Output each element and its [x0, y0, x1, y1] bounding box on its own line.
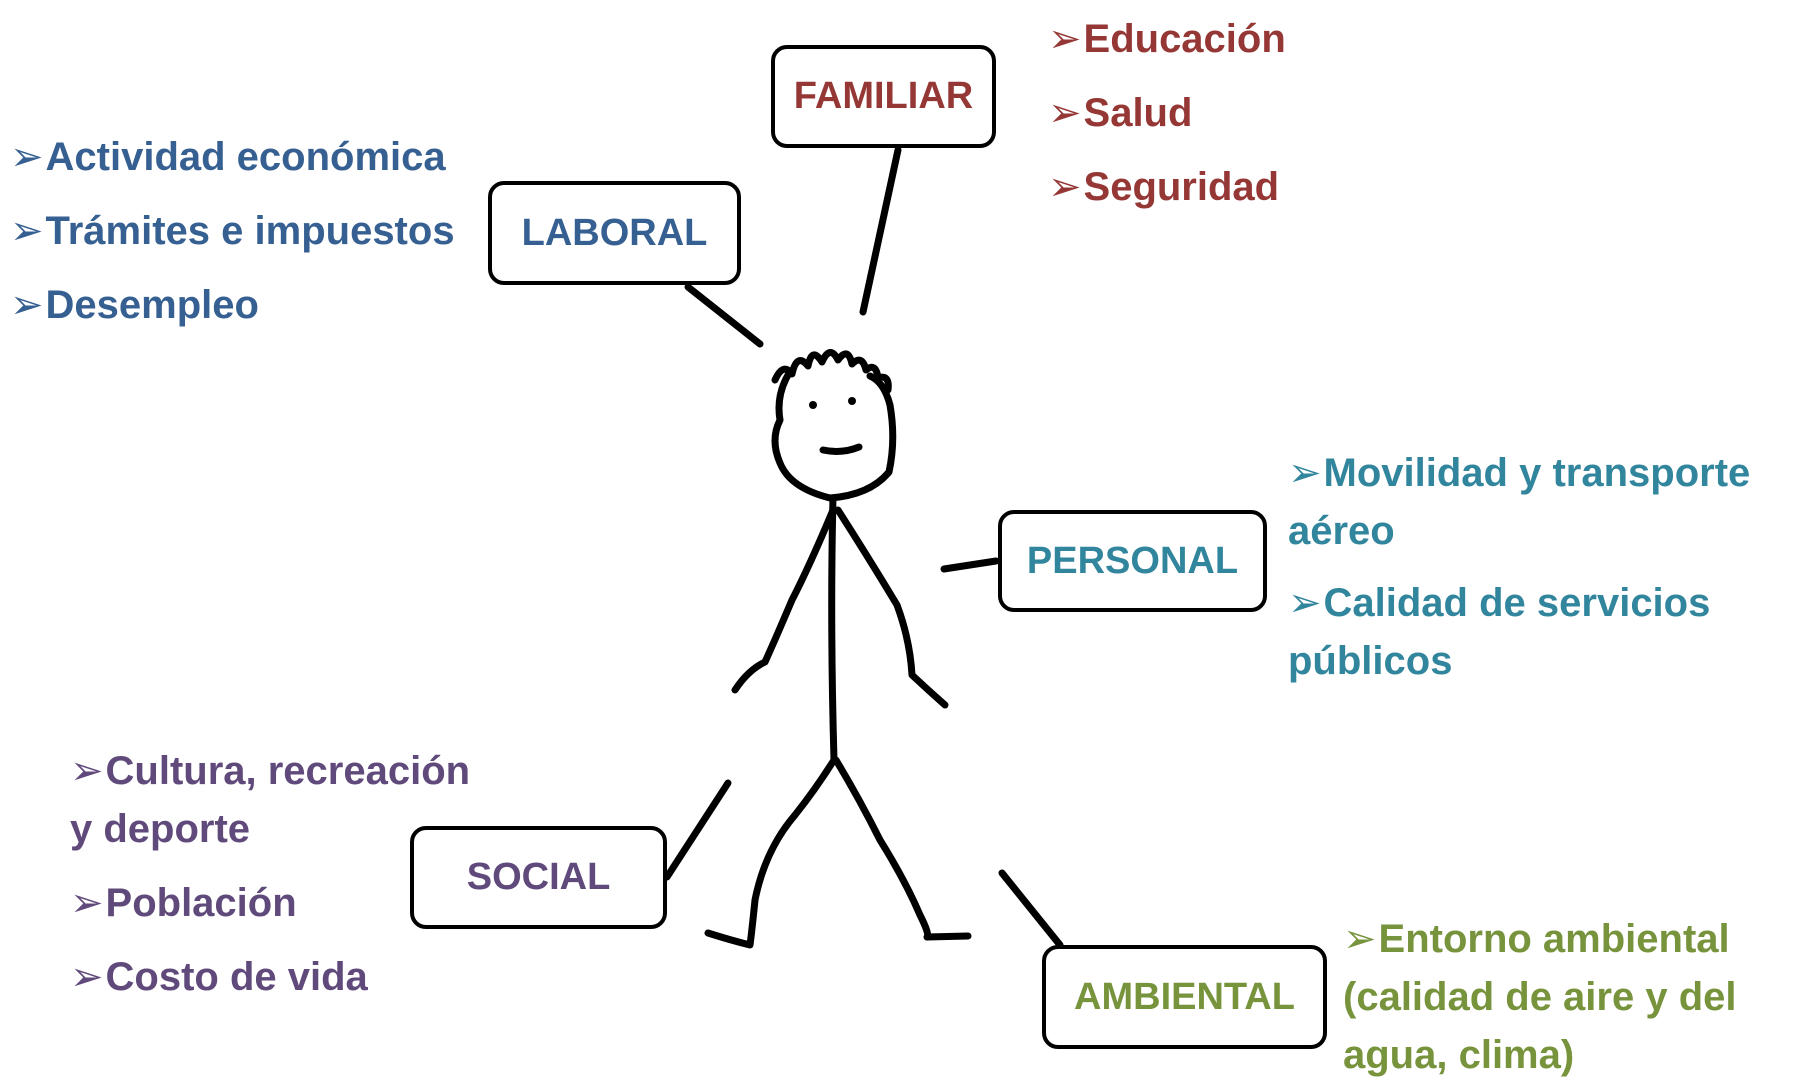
- right-leg: [832, 756, 972, 941]
- right-eye: [848, 397, 856, 405]
- arrow-bullet-icon: ➢: [1288, 451, 1322, 495]
- familiar-list: ➢Educación ➢Salud ➢Seguridad: [1048, 2, 1286, 224]
- list-item: ➢Entorno ambiental (calidad de aire y de…: [1343, 917, 1737, 1077]
- list-item: ➢Cultura, recreación y deporte: [70, 749, 471, 851]
- connector-familiar: [859, 146, 902, 316]
- arrow-bullet-icon: ➢: [10, 209, 44, 253]
- laboral-box: LABORAL: [488, 181, 741, 285]
- left-leg: [704, 756, 838, 949]
- social-box: SOCIAL: [410, 826, 667, 929]
- left-eye: [809, 401, 817, 409]
- social-label: SOCIAL: [466, 856, 611, 898]
- arrow-bullet-icon: ➢: [10, 283, 44, 327]
- arrow-bullet-icon: ➢: [1048, 165, 1082, 209]
- laboral-list: ➢Actividad económica ➢Trámites e impuest…: [10, 120, 455, 342]
- list-item: ➢Salud: [1048, 91, 1193, 135]
- laboral-label: LABORAL: [521, 211, 708, 254]
- list-item: ➢Calidad de servicios públicos: [1288, 581, 1711, 683]
- list-item: ➢Seguridad: [1048, 165, 1280, 209]
- list-item: ➢Movilidad y transporte aéreo: [1288, 451, 1751, 553]
- connector-social: [663, 779, 732, 881]
- list-item: ➢Trámites e impuestos: [10, 209, 455, 253]
- familiar-label: FAMILIAR: [793, 75, 974, 117]
- connector-laboral: [684, 283, 764, 348]
- arrow-bullet-icon: ➢: [70, 881, 104, 925]
- arrow-bullet-icon: ➢: [1343, 917, 1377, 961]
- personal-label: PERSONAL: [1026, 539, 1239, 582]
- list-item: ➢Costo de vida: [70, 955, 368, 999]
- ambiental-label: AMBIENTAL: [1074, 975, 1295, 1018]
- arrow-bullet-icon: ➢: [1288, 581, 1322, 625]
- familiar-box: FAMILIAR: [771, 45, 996, 148]
- list-item: ➢Actividad económica: [10, 135, 446, 179]
- connector-personal: [940, 557, 1000, 573]
- arrow-bullet-icon: ➢: [70, 955, 104, 999]
- arrow-bullet-icon: ➢: [1048, 17, 1082, 61]
- left-arm: [731, 506, 837, 694]
- social-list: ➢Cultura, recreación y deporte ➢Població…: [70, 742, 500, 1006]
- connector-ambiental: [998, 869, 1064, 949]
- arrow-bullet-icon: ➢: [10, 135, 44, 179]
- list-item: ➢Educación: [1048, 17, 1286, 61]
- ambiental-box: AMBIENTAL: [1042, 945, 1327, 1049]
- hair: [771, 349, 892, 394]
- head: [771, 371, 897, 502]
- list-item: ➢Desempleo: [10, 283, 259, 327]
- right-arm: [834, 506, 949, 709]
- personal-box: PERSONAL: [998, 510, 1267, 612]
- ambiental-list: ➢Entorno ambiental (calidad de aire y de…: [1343, 910, 1795, 1084]
- smile: [819, 443, 863, 455]
- list-item: ➢Población: [70, 881, 297, 925]
- personal-list: ➢Movilidad y transporte aéreo ➢Calidad d…: [1288, 444, 1788, 690]
- arrow-bullet-icon: ➢: [70, 749, 104, 793]
- arrow-bullet-icon: ➢: [1048, 91, 1082, 135]
- torso: [828, 494, 838, 764]
